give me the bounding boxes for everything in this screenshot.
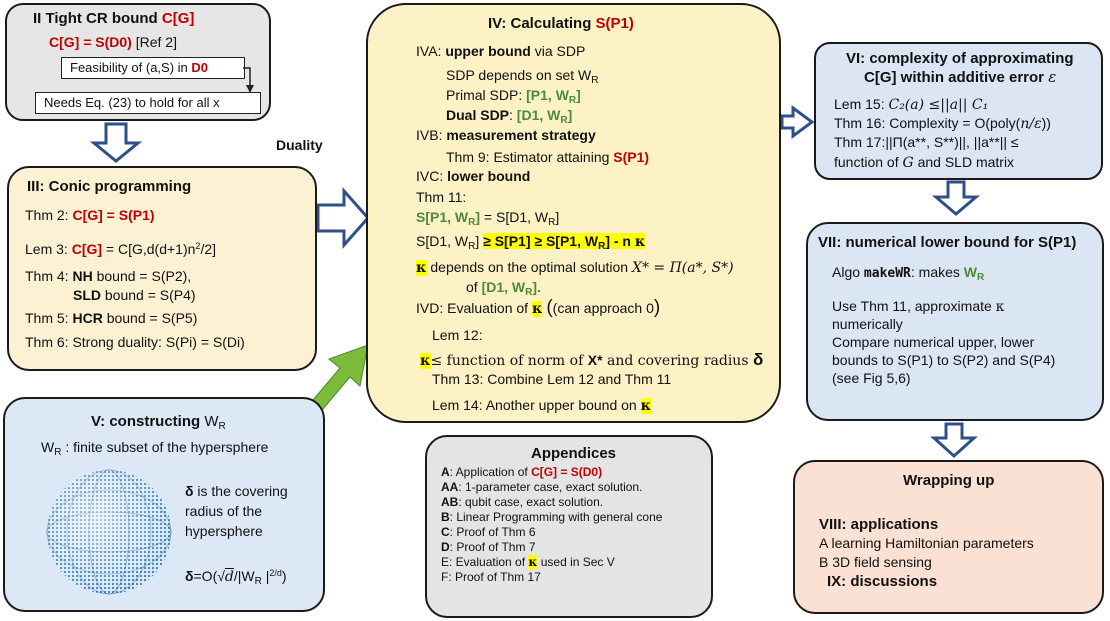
kappa-depends-of: of [D1, WR]. [466,279,541,298]
application-a: A learning Hamiltonian parameters [819,535,1034,551]
thm17: Thm 17:||Π(a**, S**)||, ||a**|| ≤ [834,134,1019,150]
use-thm11: Use Thm 11, approximate κ [832,298,1005,315]
delta-line-2: radius of the [185,503,263,519]
sdp-depends: SDP depends on set WR [446,67,599,86]
thm2: Thm 2: C[G] = S(P1) [25,207,155,223]
algo-makewr: Algo makeWR: makes WR [832,264,985,283]
appendix-a: A: Application of C[G] = S(D0) [441,465,603,479]
compare-line-2: bounds to S(P1) to S(P2) and S(P4) [832,352,1056,368]
section-ii-equation: C[G] = S(D0) [Ref 2] [49,34,177,50]
section-vi-box: VI: complexity of approximating C[G] wit… [814,42,1103,180]
section-vi-title-1: VI: complexity of approximating [846,50,1074,67]
wr-definition: WR : finite subset of the hypersphere [41,439,269,458]
section-ix: IX: discussions [827,573,938,590]
appendix-d: D: Proof of Thm 7 [441,540,536,554]
thm4: Thm 4: NH bound = S(P2), [25,268,192,284]
arrow-iii-to-iv [316,187,371,249]
section-viii: VIII: applications [819,516,939,533]
lem15: Lem 15: C₂(a) ≤||a|| C₁ [834,96,989,113]
arrow-iv-to-vi [780,105,815,139]
arrow-ii-to-iii [89,122,143,163]
use-thm11-line2: numerically [832,316,903,332]
appendix-aa: AA: 1-parameter case, exact solution. [441,480,643,494]
section-v-box: V: constructing WR WR : finite subset of… [3,397,325,612]
section-ii-box: II Tight CR bound C[G] C[G] = S(D0) [Ref… [5,3,271,121]
iva: IVA: upper bound via SDP [416,43,586,59]
thm9: Thm 9: Estimator attaining S(P1) [446,149,650,165]
delta-formula: δ=O(√d/|WR |2/d) [185,568,287,587]
appendices-title: Appendices [531,445,617,462]
arrow-vi-to-vii [931,180,981,216]
appendix-ab: AB: qubit case, exact solution. [441,495,604,509]
appendix-f: F: Proof of Thm 17 [441,570,541,584]
thm11: Thm 11: [416,189,467,205]
feasibility-box: Feasibility of (a,S) in D0 [61,57,245,79]
appendix-b: B: Linear Programming with general cone [441,510,663,524]
ivb: IVB: measurement strategy [416,127,596,143]
section-iv-box: IV: Calculating S(P1) IVA: upper bound v… [366,3,781,423]
application-b: B 3D field sensing [819,554,932,570]
delta-line-1: δ is the covering [185,483,288,499]
thm6: Thm 6: Strong duality: S(Pi) = S(Di) [25,334,245,350]
thm17-line2: function of G and SLD matrix [834,154,1015,171]
wrapping-up-box: Wrapping up VIII: applications A learnin… [793,460,1104,614]
arrow-vii-to-viii [930,422,978,459]
hypersphere-image [46,469,172,595]
thm5: Thm 5: HCR bound = S(P5) [25,310,198,326]
section-vii-box: VII: numerical lower bound for S(P1) Alg… [806,222,1104,421]
kappa-depends: κ depends on the optimal solution X* = Π… [416,259,734,276]
needs-eq-box: Needs Eq. (23) to hold for all x [35,92,261,114]
appendix-c: C: Proof of Thm 6 [441,525,536,539]
duality-label: Duality [276,137,323,153]
thm11-eq2: S[D1, WR] ≥ S[P1] ≥ S[P1, WR] - n κ [416,233,646,252]
lem3: Lem 3: C[G] = C[G,d(d+1)n2/2] [25,241,217,257]
thm4-sld: SLD bound = S(P4) [73,287,196,303]
thm13: Thm 13: Combine Lem 12 and Thm 11 [432,371,672,387]
thm16: Thm 16: Complexity = O(poly(n/ε)) [834,115,1051,132]
section-vi-title-2: C[G] within additive error ε [864,68,1057,87]
appendix-e: E: Evaluation of κ used in Sec V [441,555,615,569]
feasibility-arrow [243,67,254,93]
section-iv-title: IV: Calculating S(P1) [488,15,634,32]
dual-sdp: Dual SDP: [D1, WR] [446,107,573,126]
section-vii-title: VII: numerical lower bound for S(P1) [818,234,1077,251]
appendices-box: Appendices A: Application of C[G] = S(D0… [425,435,713,618]
section-ii-title: II Tight CR bound C[G] [33,10,195,27]
section-iii-box: III: Conic programming Thm 2: C[G] = S(P… [7,166,317,371]
lem14: Lem 14: Another upper bound on κ [432,397,652,414]
section-iii-title: III: Conic programming [27,178,192,195]
primal-sdp: Primal SDP: [P1, WR] [446,87,581,106]
compare-line-1: Compare numerical upper, lower [832,334,1035,350]
compare-line-3: (see Fig 5,6) [832,370,911,386]
lem12: Lem 12: [432,327,483,343]
ivd: IVD: Evaluation of κ ((can approach 0) [416,297,661,318]
lem12-eq: κ≤ function of norm of X* and covering r… [420,350,764,369]
thm11-eq1: S[P1, WR] = S[D1, WR] [416,209,560,228]
section-v-title: V: constructing WR [91,413,226,432]
wrapping-up-title: Wrapping up [903,472,995,489]
ivc: IVC: lower bound [416,168,531,184]
delta-line-3: hypersphere [185,523,263,539]
